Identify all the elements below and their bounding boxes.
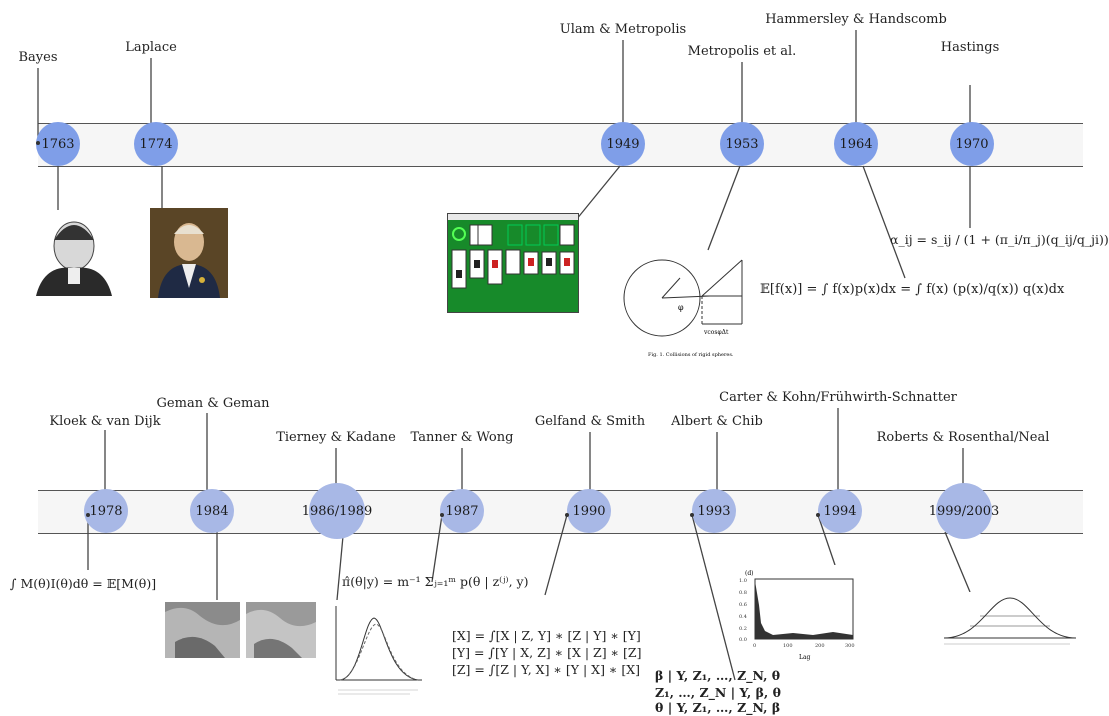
metropolis-angle: φ	[678, 303, 684, 312]
label-carter-kohn: Carter & Kohn/Frühwirth-Schnatter	[719, 390, 957, 405]
label-tierney-kadane: Tierney & Kadane	[276, 430, 396, 445]
node-1949: 1949	[601, 122, 645, 166]
slice-sampler-figure	[940, 592, 1080, 652]
marker-dot	[565, 513, 569, 517]
label-gelfand-smith: Gelfand & Smith	[534, 414, 646, 429]
label-laplace: Laplace	[125, 40, 177, 55]
node-1990: 1990	[567, 489, 611, 533]
tanner-wong-equation-1: [X] = ∫[X | Z, Y] ∗ [Z | Y] ∗ [Y]	[452, 628, 641, 643]
node-1774: 1774	[134, 122, 178, 166]
albert-chib-equation-3: θ | Y, Z₁, …, Z_N, β	[655, 700, 781, 715]
marker-dot	[816, 513, 820, 517]
acf-plot: (d) 1.0 0.8 0.6 0.4 0.2 0.0 0 100 200 30…	[733, 565, 861, 665]
tanner-wong-equation-2: [Y] = ∫[Y | X, Z] ∗ [X | Z] ∗ [Z]	[452, 645, 642, 660]
timeline-band-top	[38, 123, 1083, 167]
label-metropolis-et-al: Metropolis et al.	[687, 44, 797, 59]
importance-sampling-equation: 𝔼[f(x)] = ∫ f(x)p(x)dx = ∫ f(x) (p(x)/q(…	[760, 282, 1065, 297]
node-1763: 1763	[36, 122, 80, 166]
acf-xtick: 0	[753, 643, 756, 649]
acf-ytick: 0.8	[739, 590, 747, 596]
acf-xtick: 100	[783, 643, 793, 649]
node-1970: 1970	[950, 122, 994, 166]
node-1994: 1994	[818, 489, 862, 533]
acf-ytick: 0.4	[739, 614, 747, 620]
year-1949: 1949	[606, 136, 640, 152]
node-1993: 1993	[692, 489, 736, 533]
year-1763: 1763	[41, 136, 75, 152]
acf-panel-label: (d)	[745, 570, 754, 577]
marker-dot	[440, 513, 444, 517]
label-hammersley-handscomb: Hammersley & Handscomb	[765, 12, 947, 27]
metropolis-distance: vcosφΔt	[703, 329, 729, 336]
year-1987: 1987	[445, 503, 479, 519]
solitaire-screenshot	[447, 213, 579, 313]
node-1999-2003: 1999/2003	[929, 483, 999, 539]
tierney-density-plot	[330, 600, 426, 700]
year-1994: 1994	[823, 503, 857, 519]
year-1978: 1978	[89, 503, 123, 519]
tanner-wong-equation-3: [Z] = ∫[Z | Y, X] ∗ [Y | X] ∗ [X]	[452, 662, 641, 677]
year-1990: 1990	[572, 503, 606, 519]
geman-image-noisy	[165, 602, 240, 658]
label-bayes: Bayes	[18, 50, 58, 65]
albert-chib-equation-2: Z₁, …, Z_N | Y, β, θ	[655, 685, 781, 700]
acf-ytick: 0.2	[739, 626, 747, 632]
label-tanner-wong: Tanner & Wong	[410, 430, 514, 445]
connector-lines	[37, 30, 971, 681]
node-1964: 1964	[834, 122, 878, 166]
acf-xlabel: Lag	[799, 654, 811, 661]
year-1953: 1953	[725, 136, 759, 152]
metropolis-caption: Fig. 1. Collisions of rigid spheres.	[648, 352, 734, 358]
label-hastings: Hastings	[940, 40, 1000, 55]
year-1999-2003: 1999/2003	[928, 503, 1000, 519]
year-1984: 1984	[195, 503, 229, 519]
laplace-portrait	[150, 208, 228, 298]
acf-xtick: 300	[845, 643, 855, 649]
albert-chib-equation-1: β | Y, Z₁, …, Z_N, θ	[655, 668, 781, 683]
label-geman-geman: Geman & Geman	[156, 396, 270, 411]
year-1986-1989: 1986/1989	[301, 503, 373, 519]
marker-dot	[86, 513, 90, 517]
year-1964: 1964	[839, 136, 873, 152]
kloek-equation: ∫ M(θ)I(θ)dθ = 𝔼[M(θ)]	[10, 576, 157, 591]
year-1993: 1993	[697, 503, 731, 519]
geman-image-restored	[246, 602, 316, 658]
acf-ytick: 1.0	[739, 578, 747, 584]
acf-ytick: 0.6	[739, 602, 747, 608]
node-1984: 1984	[190, 489, 234, 533]
metropolis-collision-figure: φ vcosφΔt Fig. 1. Collisions of rigid sp…	[620, 248, 762, 360]
label-ulam-metropolis: Ulam & Metropolis	[559, 22, 687, 37]
marker-dot	[690, 513, 694, 517]
node-1987: 1987	[440, 489, 484, 533]
acf-ytick: 0.0	[739, 637, 747, 643]
year-1774: 1774	[139, 136, 173, 152]
bayes-portrait	[30, 210, 118, 296]
label-roberts-rosenthal-neal: Roberts & Rosenthal/Neal	[876, 430, 1050, 445]
label-albert-chib: Albert & Chib	[671, 414, 763, 429]
year-1970: 1970	[955, 136, 989, 152]
acf-xtick: 200	[815, 643, 825, 649]
hastings-acceptance-equation: α_ij = s_ij / (1 + (π_i/π_j)(q_ij/q_ji))	[890, 232, 1109, 247]
label-kloek-van-dijk: Kloek & van Dijk	[49, 414, 161, 429]
node-1978: 1978	[84, 489, 128, 533]
node-1953: 1953	[720, 122, 764, 166]
node-1986-1989: 1986/1989	[302, 483, 372, 539]
marker-dot	[36, 141, 40, 145]
tierney-equation: π̂(θ|y) = m⁻¹ Σⱼ₌₁ᵐ p(θ | z⁽ʲ⁾, y)	[342, 574, 529, 589]
